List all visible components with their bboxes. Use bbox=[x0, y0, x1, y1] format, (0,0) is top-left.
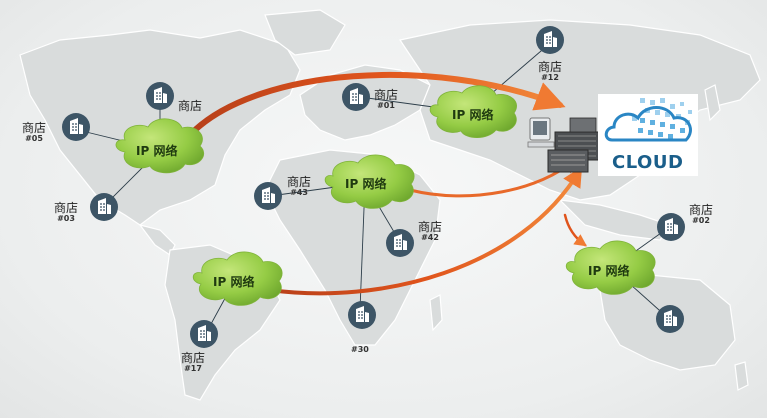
ip-network-label-af: IP 网络 bbox=[345, 177, 387, 191]
store-name: 商店 bbox=[181, 351, 206, 365]
ip-network-label-au: IP 网络 bbox=[588, 264, 630, 278]
store-label-02: 商店 #02 bbox=[689, 204, 713, 225]
store-number: #05 bbox=[25, 133, 43, 143]
store-number: #02 bbox=[692, 215, 710, 225]
store-icon-43 bbox=[254, 182, 282, 210]
store-number: #30 bbox=[351, 345, 369, 354]
store-label-30: #30 bbox=[351, 345, 369, 354]
map-greenland bbox=[264, 9, 346, 56]
cloud-logo bbox=[598, 94, 698, 176]
store-icon-05 bbox=[62, 113, 90, 141]
store-label-05: 商店 #05 bbox=[22, 122, 46, 143]
store-icon-01 bbox=[342, 83, 370, 111]
store-number: #12 bbox=[541, 72, 559, 82]
store-icon-02 bbox=[657, 213, 685, 241]
store-name: 商店 bbox=[54, 201, 79, 215]
store-icon-17 bbox=[190, 320, 218, 348]
store-icon-03 bbox=[90, 193, 118, 221]
store-label-12: 商店 #12 bbox=[538, 61, 562, 82]
store-name: 商店 bbox=[22, 121, 47, 135]
arrow-cloud-to-au bbox=[563, 213, 588, 247]
store-label-43: 商店 #43 bbox=[287, 176, 311, 197]
store-name: 商店 bbox=[287, 175, 312, 189]
ip-network-na bbox=[115, 118, 205, 174]
store-icon-na-top bbox=[146, 82, 174, 110]
store-icon-12 bbox=[536, 26, 564, 54]
ip-network-label-sa: IP 网络 bbox=[213, 275, 255, 289]
ip-network-label-na: IP 网络 bbox=[136, 144, 178, 158]
store-number: #17 bbox=[184, 363, 202, 373]
store-icon-au bbox=[656, 305, 684, 333]
store-number: #03 bbox=[57, 213, 75, 223]
store-number: #42 bbox=[421, 232, 439, 242]
server-cluster-icon bbox=[527, 117, 601, 173]
ip-network-label-eu: IP 网络 bbox=[452, 108, 494, 122]
store-name: 商店 bbox=[418, 220, 443, 234]
map-japan bbox=[704, 84, 721, 122]
store-label-01: 商店 #01 bbox=[374, 89, 398, 110]
store-name: 商店 bbox=[538, 60, 563, 74]
store-label-na-top: 商店 bbox=[178, 100, 202, 113]
store-name: 商店 bbox=[178, 99, 203, 113]
store-label-03: 商店 #03 bbox=[54, 202, 78, 223]
store-icon-30 bbox=[348, 301, 376, 329]
map-madagascar bbox=[429, 294, 443, 332]
arrow-na-to-cloud bbox=[192, 71, 566, 133]
store-name: 商店 bbox=[374, 88, 399, 102]
map-se-asia bbox=[558, 199, 671, 241]
store-name: 商店 bbox=[689, 203, 714, 217]
store-number: #01 bbox=[377, 100, 395, 110]
ip-networks bbox=[115, 85, 656, 306]
store-label-42: 商店 #42 bbox=[418, 221, 442, 242]
ip-network-eu bbox=[429, 85, 517, 139]
store-label-17: 商店 #17 bbox=[181, 352, 205, 373]
map-nz bbox=[734, 361, 749, 391]
ip-network-au bbox=[565, 240, 656, 295]
store-number: #43 bbox=[290, 187, 308, 197]
arrow-sa-to-cloud bbox=[268, 166, 583, 296]
store-icons bbox=[62, 26, 685, 348]
cloud-label: CLOUD bbox=[612, 152, 684, 173]
world-map bbox=[19, 9, 761, 401]
ip-network-af bbox=[324, 154, 415, 209]
store-icon-42 bbox=[386, 229, 414, 257]
ip-network-sa bbox=[192, 251, 283, 306]
